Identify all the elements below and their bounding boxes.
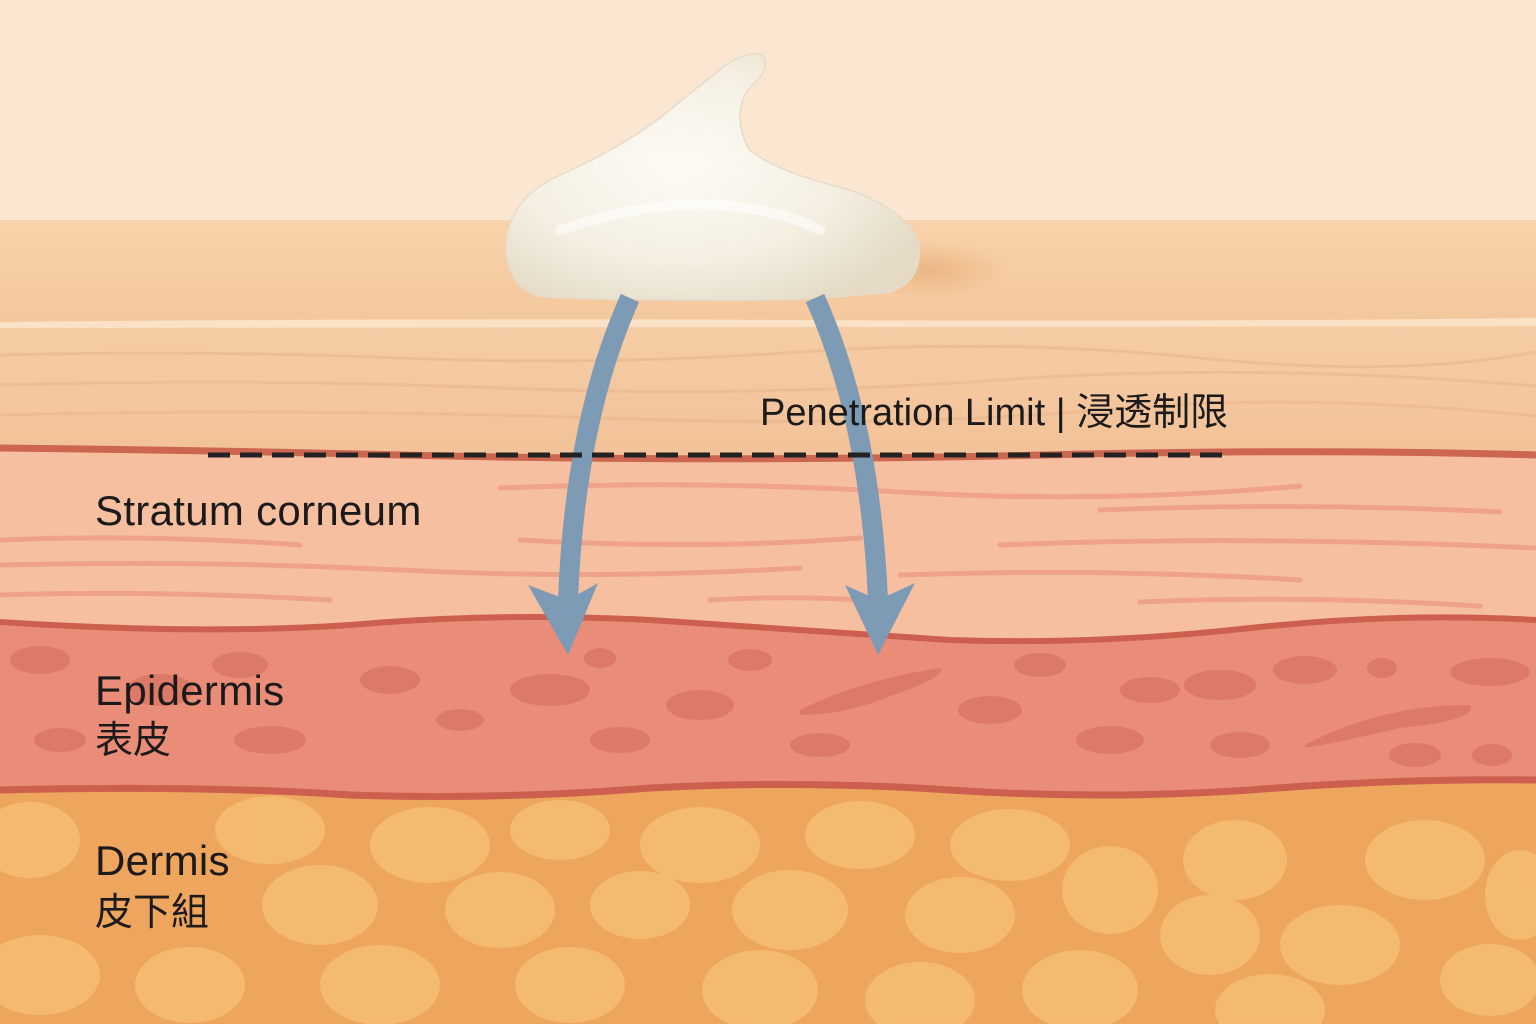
epidermis-cells xyxy=(10,646,1530,767)
epidermis-label: Epidermis xyxy=(95,667,285,714)
dermis-top-boundary xyxy=(0,776,1536,800)
upper-layer xyxy=(0,326,1536,459)
upper-boundary xyxy=(0,444,1536,463)
penetration-limit-label: Penetration Limit | 浸透制限 xyxy=(760,392,1229,434)
dermis-label-ja: 皮下組 xyxy=(95,890,210,934)
dermis-cells xyxy=(0,796,1536,1024)
epidermis-top-boundary xyxy=(0,613,1536,645)
epidermis-layer xyxy=(0,616,1536,797)
epidermis-label-ja: 表皮 xyxy=(95,718,172,762)
upper-layer-texture xyxy=(0,344,1536,424)
stratum-corneum-label: Stratum corneum xyxy=(95,487,422,534)
arrow-down-right xyxy=(805,293,915,655)
cream-highlight xyxy=(555,199,825,235)
arrow-down-left xyxy=(528,293,640,655)
dermis-label: Dermis xyxy=(95,837,230,884)
